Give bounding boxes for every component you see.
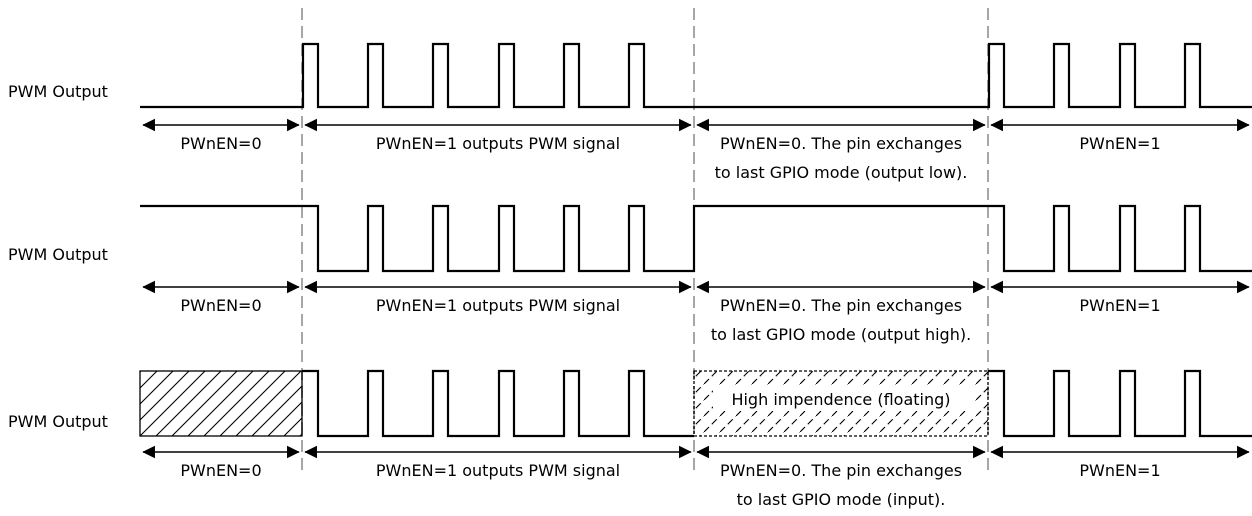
- segment-label: PWnEN=0: [180, 134, 261, 153]
- row-label: PWM Output: [8, 82, 108, 101]
- row-label: PWM Output: [8, 412, 108, 431]
- timing-row-3: PWM Output High impendence (floating) PWnE…: [8, 369, 1252, 509]
- segment-label: PWnEN=1: [1079, 461, 1160, 480]
- waveform-segment-d: [988, 369, 1252, 438]
- floating-box-label: High impendence (floating): [731, 390, 950, 409]
- segment-label: PWnEN=0. The pin exchanges: [720, 296, 962, 315]
- segment-label: to last GPIO mode (output high).: [711, 325, 971, 344]
- segment-label: to last GPIO mode (input).: [737, 490, 946, 509]
- segment-label: PWnEN=1: [1079, 134, 1160, 153]
- segment-label: PWnEN=0: [180, 296, 261, 315]
- hatched-region-initial: [139, 370, 303, 437]
- segment-label: PWnEN=1 outputs PWM signal: [376, 134, 620, 153]
- waveform: [140, 204, 1252, 273]
- segment-label: to last GPIO mode (output low).: [715, 163, 968, 182]
- segment-label: PWnEN=1 outputs PWM signal: [376, 461, 620, 480]
- waveform-segment-b: [302, 369, 694, 438]
- segment-label: PWnEN=1 outputs PWM signal: [376, 296, 620, 315]
- segment-label: PWnEN=0. The pin exchanges: [720, 134, 962, 153]
- waveform: [140, 42, 1252, 109]
- box-label-background: [713, 387, 973, 411]
- segment-label: PWnEN=0: [180, 461, 261, 480]
- row-label: PWM Output: [8, 245, 108, 264]
- segment-label: PWnEN=0. The pin exchanges: [720, 461, 962, 480]
- segment-label: PWnEN=1: [1079, 296, 1160, 315]
